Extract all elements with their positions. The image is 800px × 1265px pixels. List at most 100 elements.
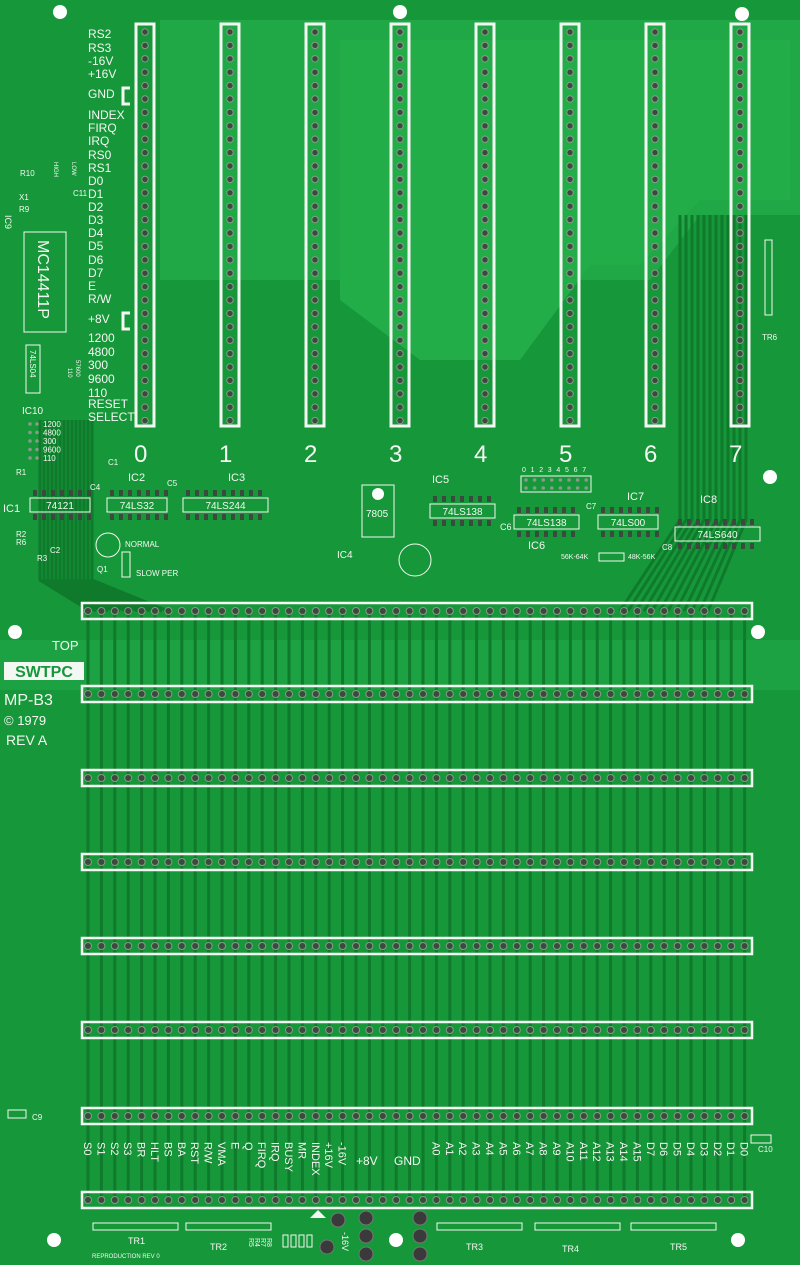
pin-hole bbox=[687, 1026, 695, 1034]
pin-hole bbox=[298, 1112, 307, 1120]
pin-hole bbox=[84, 1196, 92, 1204]
pin-hole bbox=[191, 690, 200, 698]
pin-hole bbox=[566, 403, 574, 411]
pin-hole bbox=[445, 942, 454, 950]
bus-label: S1 bbox=[94, 1142, 106, 1155]
pin-hole bbox=[110, 1196, 119, 1204]
card-slot-3[interactable]: 3 bbox=[389, 22, 411, 468]
pin-hole bbox=[226, 309, 234, 318]
slot-number: 4 bbox=[474, 441, 487, 468]
bus-connector-3[interactable] bbox=[80, 768, 754, 788]
pad bbox=[35, 422, 39, 426]
slot-number: 5 bbox=[559, 441, 572, 468]
card-slot-1[interactable]: 1 bbox=[219, 22, 241, 468]
pack-outline bbox=[436, 1222, 523, 1231]
pin-hole bbox=[713, 1196, 722, 1204]
bus-connector-2[interactable] bbox=[80, 684, 754, 704]
pin-hole bbox=[566, 175, 574, 184]
ic-pin bbox=[655, 507, 659, 513]
slot0-label: GND bbox=[88, 87, 115, 101]
pin-hole bbox=[141, 363, 149, 371]
pin-hole bbox=[593, 858, 602, 866]
ic-pin bbox=[51, 490, 55, 496]
resistor-label: R4 bbox=[253, 1238, 260, 1247]
pin-hole bbox=[231, 1196, 240, 1204]
pin-hole bbox=[84, 774, 92, 782]
ic-pin bbox=[258, 514, 262, 520]
speed-jumper[interactable] bbox=[121, 551, 131, 578]
pin-hole bbox=[481, 28, 489, 36]
ic-part: 74LS138 bbox=[526, 518, 566, 529]
pin-hole bbox=[539, 1112, 548, 1120]
trace bbox=[706, 215, 748, 612]
pin-hole bbox=[378, 858, 387, 866]
pin-hole bbox=[311, 148, 319, 157]
pin-hole bbox=[285, 858, 293, 866]
pin-hole bbox=[204, 690, 213, 698]
pin-hole bbox=[512, 942, 521, 950]
pin-hole bbox=[419, 1026, 427, 1034]
card-slot-2[interactable]: 2 bbox=[304, 22, 326, 468]
pin-hole bbox=[566, 1112, 575, 1120]
ic-pin bbox=[750, 543, 754, 549]
pin-hole bbox=[110, 942, 119, 950]
bus-connector-7[interactable] bbox=[80, 1106, 754, 1126]
bus-connector-5[interactable] bbox=[80, 936, 754, 956]
baud-label: 9600 bbox=[43, 446, 61, 455]
pin-hole bbox=[352, 690, 360, 698]
bus-connector-8[interactable] bbox=[80, 1190, 754, 1210]
pin-hole bbox=[365, 858, 374, 866]
card-slot-5[interactable]: 5 bbox=[559, 22, 581, 468]
pin-hole bbox=[396, 269, 404, 277]
card-slot-6[interactable]: 6 bbox=[644, 22, 666, 468]
pin-hole bbox=[481, 363, 489, 371]
pin-hole bbox=[673, 774, 682, 782]
pin-hole bbox=[110, 1026, 119, 1034]
pin-hole bbox=[620, 774, 628, 782]
ic-pin bbox=[78, 490, 82, 496]
pin-hole bbox=[633, 774, 642, 782]
card-slot-4[interactable]: 4 bbox=[474, 22, 496, 468]
pin-hole bbox=[392, 774, 401, 782]
pin-hole bbox=[445, 1112, 454, 1120]
power-pad bbox=[330, 1212, 346, 1228]
terminator-2: TR2 bbox=[185, 1222, 272, 1252]
card-slot-0[interactable]: 0 bbox=[134, 22, 156, 468]
c9-outline bbox=[7, 1109, 27, 1119]
slow-per-label: SLOW PER bbox=[136, 569, 178, 578]
ic-pin bbox=[433, 520, 437, 526]
pin-hole bbox=[481, 175, 489, 184]
pin-hole bbox=[472, 1026, 481, 1034]
bus-connector-6[interactable] bbox=[80, 1020, 754, 1040]
bus-label: VMA bbox=[215, 1142, 227, 1167]
ic-pin bbox=[460, 496, 464, 502]
pin-hole bbox=[673, 1196, 682, 1204]
pin-hole bbox=[459, 858, 468, 866]
pin-hole bbox=[472, 858, 481, 866]
card-slot-7[interactable]: 7 bbox=[729, 22, 751, 468]
plus8v-bracket bbox=[121, 311, 130, 331]
range-jumper[interactable] bbox=[598, 552, 625, 562]
bus-connector-4[interactable] bbox=[80, 852, 754, 872]
ic-pin bbox=[714, 543, 718, 549]
pin-hole bbox=[499, 942, 508, 950]
header-label: 0 bbox=[522, 467, 526, 474]
pin-hole bbox=[338, 1112, 347, 1120]
pin-hole bbox=[740, 774, 749, 782]
bus-connector-1[interactable] bbox=[80, 601, 754, 621]
pin-hole bbox=[472, 1196, 481, 1204]
ic-pin bbox=[249, 514, 253, 520]
slot-number: 0 bbox=[134, 441, 147, 468]
slot0-label: 1200 bbox=[88, 331, 115, 345]
pin-hole bbox=[481, 376, 489, 385]
pin-hole bbox=[298, 942, 307, 950]
resistor-outline bbox=[282, 1234, 289, 1248]
pin-hole bbox=[271, 607, 280, 615]
pin-hole bbox=[481, 41, 489, 50]
ic-pin bbox=[164, 490, 168, 496]
pin-hole bbox=[226, 376, 234, 385]
ic-pin bbox=[741, 543, 745, 549]
slot0-signal-labels: RS2RS3-16V+16VGNDINDEXFIRQIRQRS0RS1D0D1D… bbox=[88, 27, 135, 424]
pin-hole bbox=[191, 774, 200, 782]
